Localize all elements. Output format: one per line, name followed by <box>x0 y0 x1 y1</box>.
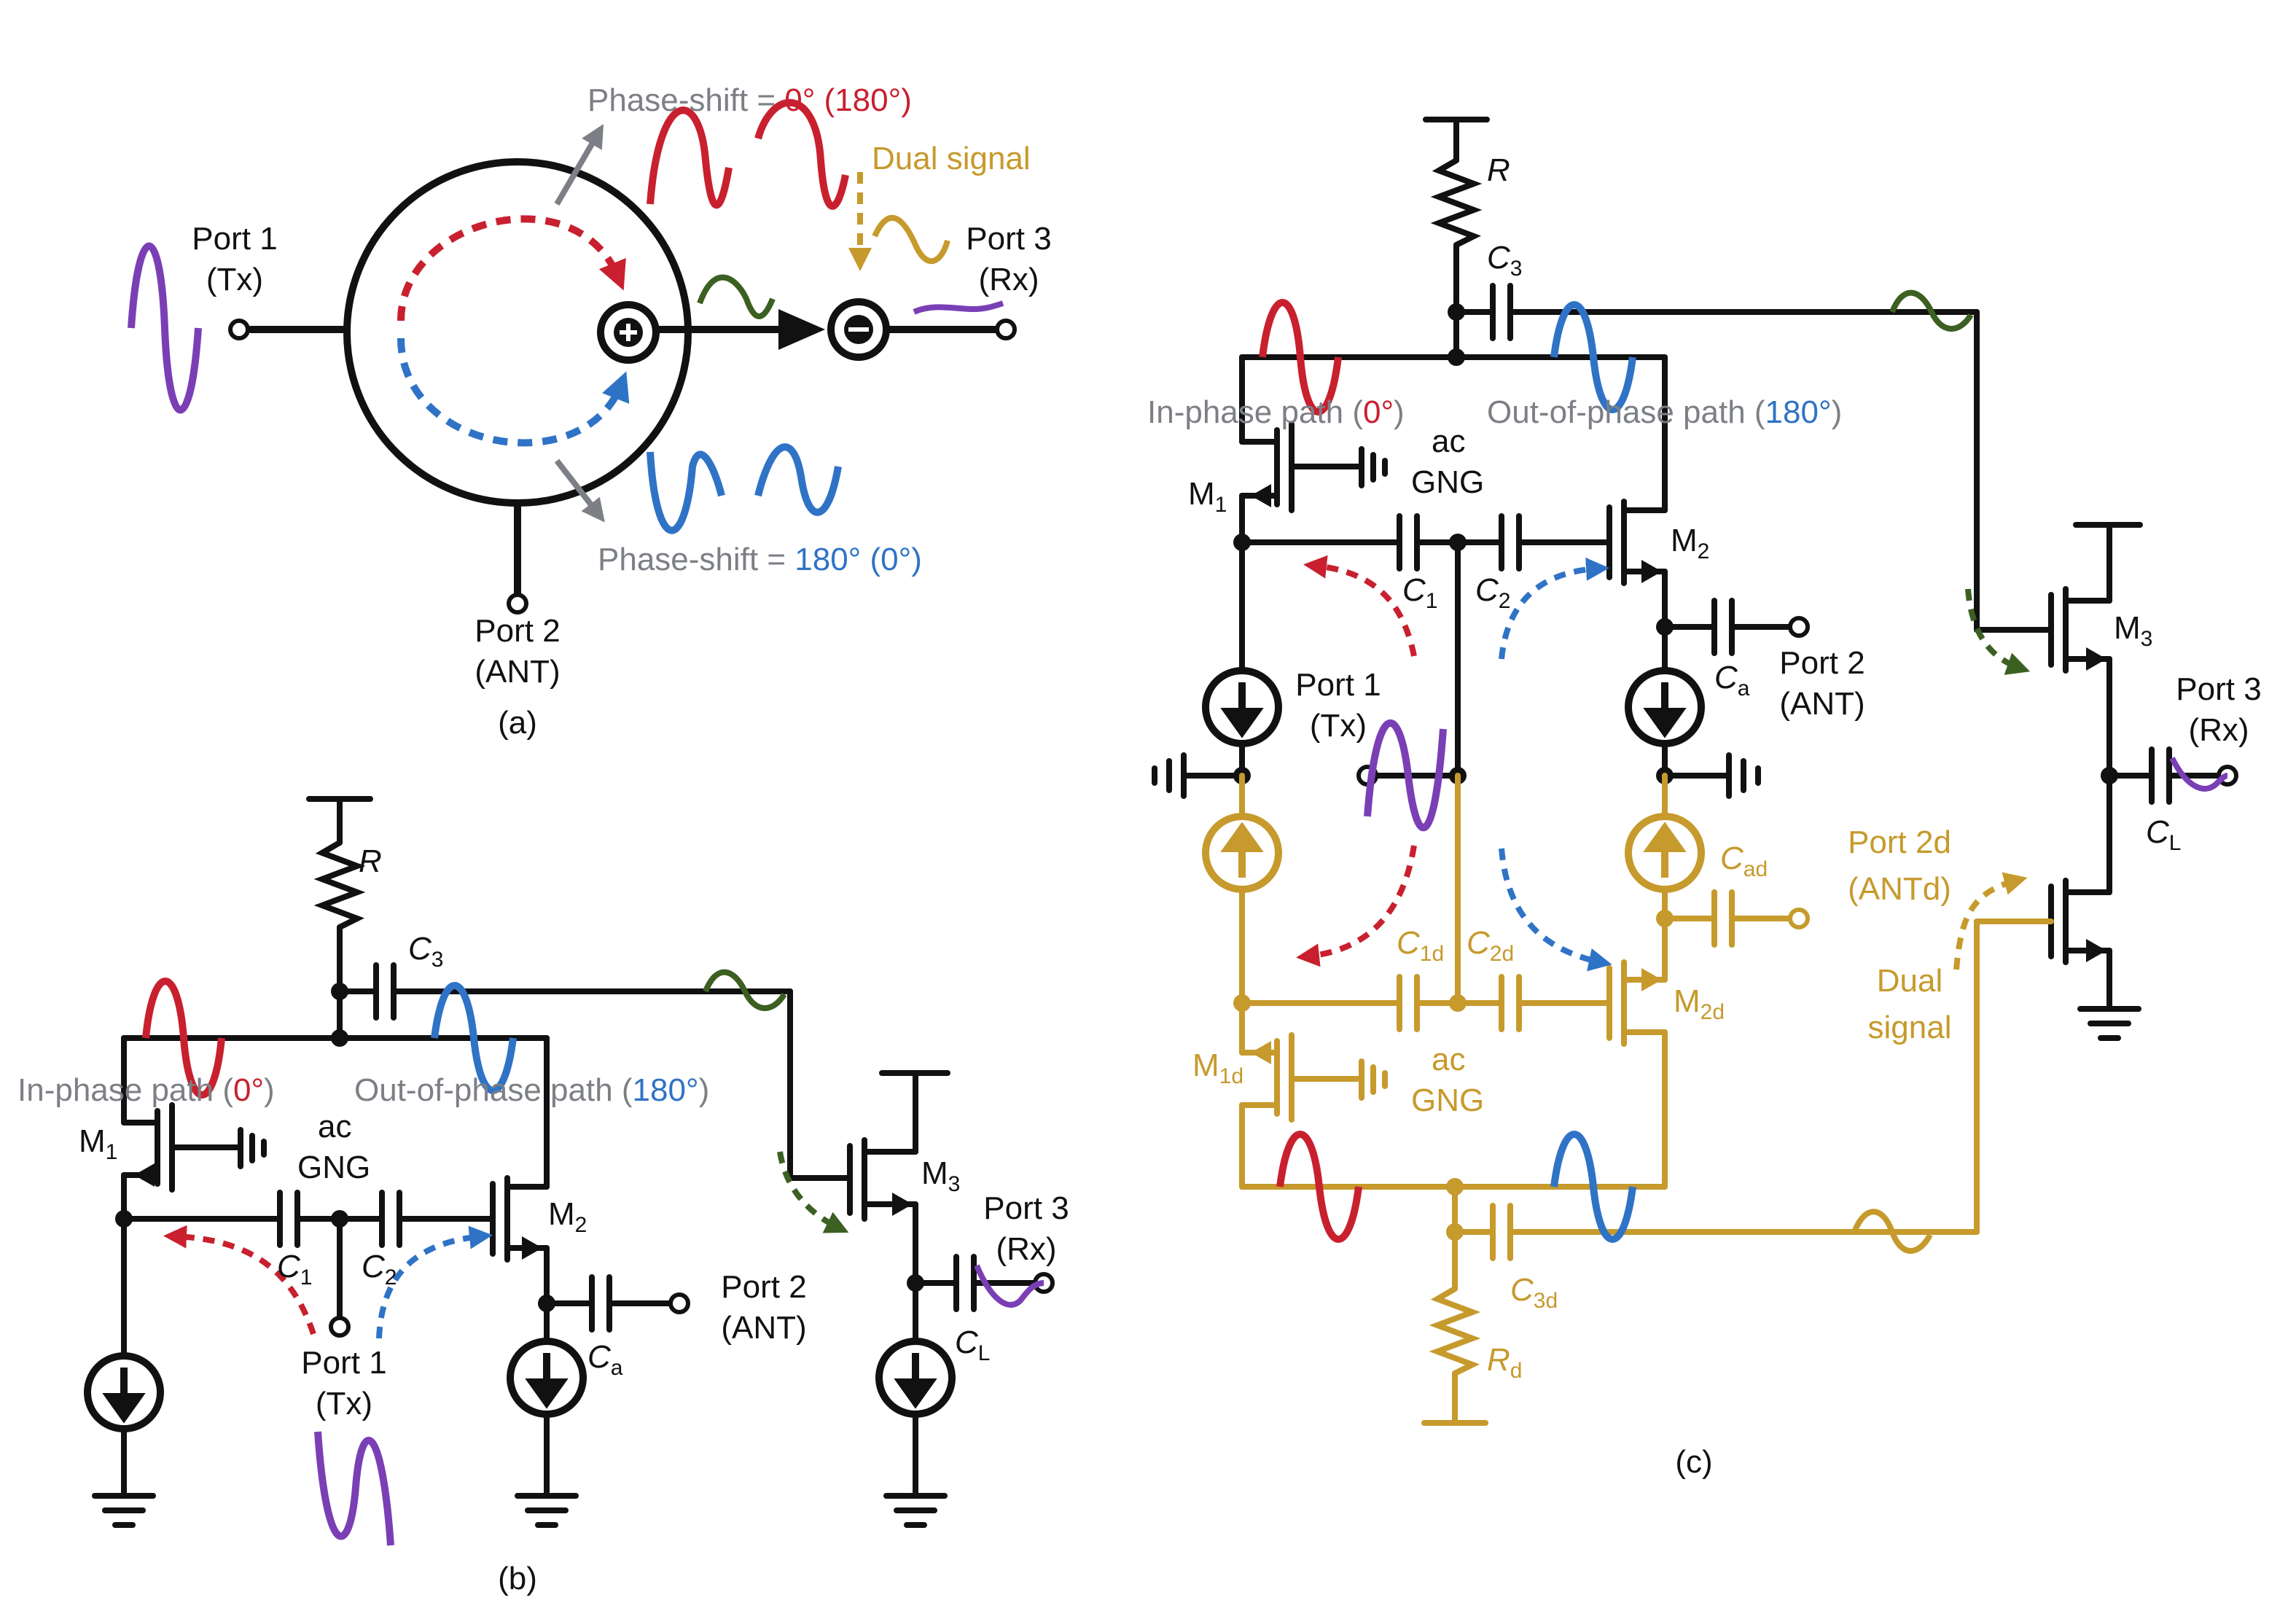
label-C1d-c: C1d <box>1397 925 1444 966</box>
port3-label-c: Port 3 <box>2176 671 2261 707</box>
inphase-label-b: In-phase path (0°) <box>17 1072 275 1108</box>
port3-terminal <box>995 319 1017 340</box>
phase-top-value: 0° (180°) <box>784 82 912 118</box>
label-Ca-c: Ca <box>1714 660 1750 701</box>
outphase-label-c: Out-of-phase path (180°) <box>1487 394 1842 430</box>
label-R-c: R <box>1487 152 1510 188</box>
subtracting-node <box>827 298 890 361</box>
label-C3d-c: C3d <box>1510 1272 1558 1313</box>
label-C3-c: C3 <box>1487 240 1522 281</box>
resistor-R-b <box>313 840 366 930</box>
svg-text:C3: C3 <box>408 931 443 972</box>
port2-sublabel-b: (ANT) <box>721 1310 806 1346</box>
label-gng-b: GNG <box>297 1150 370 1185</box>
label-C2d-c: C2d <box>1467 925 1514 966</box>
outphase-label-b: Out-of-phase path (180°) <box>354 1072 709 1108</box>
port1-sublabel-b: (Tx) <box>316 1386 372 1421</box>
phase-bottom-prefix: Phase-shift = <box>598 542 794 577</box>
svg-text:Phase-shift = 180° (0°): Phase-shift = 180° (0°) <box>598 542 922 577</box>
label-Ca-b: Ca <box>587 1339 623 1380</box>
port1-label-c: Port 1 <box>1295 667 1381 703</box>
port2-label-c: Port 2 <box>1779 645 1864 681</box>
panel-b: R C3 In-phase path (0°) Out-of-phase pat… <box>17 796 1069 1596</box>
blue-wave-a <box>647 450 725 534</box>
port1-sublabel-c: (Tx) <box>1310 708 1367 744</box>
label-M3-b: M3 <box>921 1155 960 1196</box>
svg-text:Phase-shift = 0° (180°): Phase-shift = 0° (180°) <box>587 82 912 118</box>
label-Cad-c: Cad <box>1720 840 1768 881</box>
label-gng-c: GNG <box>1411 464 1484 500</box>
port3-label-b: Port 3 <box>983 1190 1069 1226</box>
panel-c: R C3 In-phase path (0°) Out-of-phase pat… <box>1147 117 2262 1480</box>
resistor-Rd-c <box>1429 1286 1481 1376</box>
label-ac-c: ac <box>1432 424 1465 459</box>
port2-sublabel-c: (ANT) <box>1779 686 1864 722</box>
label-C1-c: C1 <box>1402 572 1437 613</box>
port2-label: Port 2 <box>475 613 560 649</box>
port3-label: Port 3 <box>966 221 1051 257</box>
dual-signal-label: Dual signal <box>872 141 1031 176</box>
summing-node <box>597 301 660 364</box>
port2-sublabel: (ANT) <box>475 654 560 690</box>
label-M2-c: M2 <box>1671 523 1709 563</box>
inphase-dashed-arrow <box>397 215 626 321</box>
port1-label: Port 1 <box>192 221 277 257</box>
phase-bottom-value: 180° (0°) <box>794 542 922 577</box>
label-M2d-c: M2d <box>1674 983 1725 1024</box>
phase-top-prefix: Phase-shift = <box>587 82 784 118</box>
label-C1-b: C1 <box>277 1249 312 1290</box>
label-ac-b: ac <box>318 1109 351 1144</box>
caption-b: (b) <box>498 1561 537 1596</box>
panel-a: Phase-shift = 0° (180°) Dual signal Port… <box>128 82 1052 741</box>
dual-signal-label-c: Dual <box>1877 963 1943 999</box>
port3-sublabel-c: (Rx) <box>2188 712 2249 748</box>
label-M1-c: M1 <box>1188 476 1227 517</box>
dual-signal-sublabel-c: signal <box>1868 1010 1952 1045</box>
caption-a: (a) <box>498 705 537 741</box>
label-M2-b: M2 <box>548 1196 587 1237</box>
red-wave-a <box>647 106 733 209</box>
label-CL-c: CL <box>2146 814 2181 855</box>
port2d-sublabel-c: (ANTd) <box>1848 871 1951 907</box>
port2-terminal <box>507 593 528 615</box>
port2-label-b: Port 2 <box>721 1269 806 1305</box>
tx-wave-a <box>128 242 202 414</box>
label-M1d-c: M1d <box>1192 1048 1243 1088</box>
label-R-b: R <box>359 843 382 879</box>
outphase-dashed-arrow <box>397 338 630 447</box>
label-M3-c: M3 <box>2114 610 2152 651</box>
caption-c: (c) <box>1675 1444 1712 1480</box>
port3-sublabel: (Rx) <box>978 262 1039 297</box>
inphase-label-c: In-phase path (0°) <box>1147 394 1405 430</box>
label-C3-b: C <box>408 931 432 967</box>
label-CL-b: CL <box>955 1325 990 1365</box>
label-C2-c: C2 <box>1475 572 1510 613</box>
label-ac-d-c: ac <box>1432 1042 1465 1077</box>
resistor-R-c <box>1430 157 1483 248</box>
port1-terminal <box>228 319 250 340</box>
label-M1-b: M1 <box>79 1123 117 1164</box>
label-C2-b: C2 <box>362 1249 397 1290</box>
port2d-label-c: Port 2d <box>1848 824 1951 860</box>
label-Rd-c: Rd <box>1487 1342 1522 1383</box>
port1-label-b: Port 1 <box>301 1345 386 1381</box>
port1-sublabel: (Tx) <box>206 262 263 297</box>
port3-sublabel-b: (Rx) <box>996 1231 1056 1267</box>
label-gng-d-c: GNG <box>1411 1083 1484 1118</box>
